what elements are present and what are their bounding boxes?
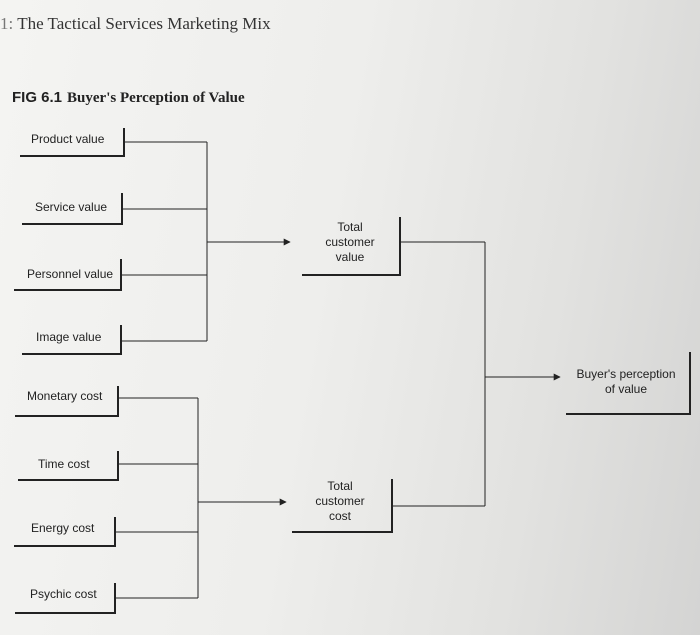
box-total-value <box>302 217 401 276</box>
total-cost-line-3: cost <box>328 509 351 523</box>
chapter-header: 1: The Tactical Services Marketing Mix <box>0 14 271 34</box>
total-value-label: Total customer value <box>310 220 390 265</box>
box-buyers-perception <box>566 352 691 415</box>
total-cost-line-1: Total <box>327 479 353 493</box>
service-value-label: Service value <box>35 200 108 214</box>
value-connectors <box>121 141 291 342</box>
total-connectors <box>392 241 561 507</box>
energy-cost-label: Energy cost <box>31 521 95 535</box>
chapter-number: 1: <box>0 14 14 33</box>
product-value-label: Product value <box>31 132 105 146</box>
box-time-cost <box>18 451 119 481</box>
total-value-line-3: value <box>335 250 365 264</box>
box-monetary-cost <box>15 386 119 417</box>
monetary-cost-label: Monetary cost <box>27 389 103 403</box>
buyers-perception-label: Buyer's perception of value <box>566 367 686 397</box>
figure-label: FIG 6.1 <box>12 89 63 106</box>
buyers-perception-line-1: Buyer's perception <box>576 367 676 381</box>
personnel-value-label: Personnel value <box>27 267 114 281</box>
total-value-line-2: customer <box>325 235 375 249</box>
cost-connectors <box>115 397 287 599</box>
chapter-title: The Tactical Services Marketing Mix <box>17 14 271 33</box>
box-image-value <box>22 325 122 355</box>
total-value-line-1: Total <box>337 220 363 234</box>
time-cost-label: Time cost <box>38 457 90 471</box>
figure-caption: Buyer's Perception of Value <box>67 90 245 106</box>
image-value-label: Image value <box>36 330 102 344</box>
buyers-perception-line-2: of value <box>604 382 648 396</box>
total-cost-label: Total customer cost <box>300 479 380 524</box>
total-cost-line-2: customer <box>315 494 365 508</box>
psychic-cost-label: Psychic cost <box>30 587 97 601</box>
